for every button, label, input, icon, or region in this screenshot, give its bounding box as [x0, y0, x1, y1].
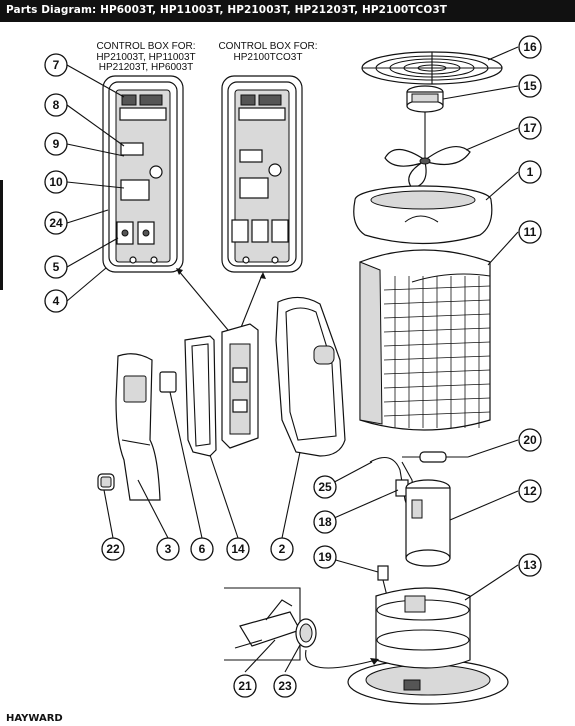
- callout-circle-7: [44, 53, 68, 77]
- grid-horizontal-line: [383, 327, 491, 333]
- refrigerant-tubing: [369, 456, 413, 521]
- header-bar: Parts Diagram: HP6003T, HP11003T, HP2100…: [0, 0, 575, 22]
- grid-horizontal-line: [383, 285, 491, 291]
- callout-label-2: 2: [279, 542, 286, 556]
- leader-lines: [66, 46, 519, 673]
- callout-label-14: 14: [231, 542, 245, 556]
- page-edge-marker: [0, 180, 3, 290]
- grid-horizontal-line: [383, 369, 491, 375]
- callout-label-1: 1: [527, 165, 534, 179]
- callout-circle-1: [518, 160, 542, 184]
- callout-circle-24: [44, 211, 68, 235]
- callout-label-10: 10: [49, 175, 63, 189]
- callout-circle-18: [313, 510, 337, 534]
- assembly-arrow-right: [239, 274, 263, 331]
- grid-horizontal-line: [383, 341, 491, 347]
- callout-label-17: 17: [523, 121, 537, 135]
- condenser-base-assembly: [347, 587, 509, 705]
- control-box-gasket: [184, 335, 217, 457]
- fan-motor: [406, 85, 444, 113]
- callout-label-5: 5: [53, 260, 60, 274]
- callout-label-25: 25: [318, 480, 332, 494]
- front-access-panel: [115, 353, 161, 501]
- side-access-panel: [275, 296, 346, 457]
- callout-circle-13: [518, 553, 542, 577]
- control-box-right: [221, 75, 303, 273]
- arrowhead-left: [176, 268, 183, 275]
- callout-circle-10: [44, 170, 68, 194]
- callout-circle-25: [313, 475, 337, 499]
- grid-horizontal-line: [383, 397, 491, 403]
- grid-horizontal-line: [383, 411, 491, 417]
- callout-circle-9: [44, 132, 68, 156]
- callout-circle-4: [44, 289, 68, 313]
- callout-label-11: 11: [524, 225, 537, 239]
- callout-group: 1234567891011121314151617181920212223242…: [44, 35, 542, 698]
- fan-guard: [361, 51, 503, 85]
- evaporator-grid: [383, 276, 491, 428]
- fan-blade: [384, 145, 471, 189]
- callout-label-22: 22: [106, 542, 120, 556]
- caption-right-2: HP2100TCO3T: [234, 52, 303, 63]
- callout-circle-5: [44, 255, 68, 279]
- callout-label-6: 6: [199, 542, 206, 556]
- page-title: Parts Diagram: HP6003T, HP11003T, HP2100…: [6, 4, 448, 16]
- cabinet-evaporator: [359, 249, 491, 431]
- callout-circle-19: [313, 545, 337, 569]
- callout-circle-21: [233, 674, 257, 698]
- brand-logo: HAYWARD: [6, 713, 63, 724]
- callout-circle-15: [518, 74, 542, 98]
- grid-horizontal-line: [383, 299, 491, 305]
- callout-circle-12: [518, 479, 542, 503]
- callout-circle-16: [518, 35, 542, 59]
- callout-label-18: 18: [318, 515, 332, 529]
- callout-label-15: 15: [523, 79, 537, 93]
- callout-label-4: 4: [53, 294, 60, 308]
- callout-label-9: 9: [53, 137, 60, 151]
- callout-circle-11: [518, 220, 542, 244]
- callout-label-8: 8: [53, 98, 60, 112]
- grid-horizontal-line: [383, 383, 491, 389]
- callout-circle-14: [226, 537, 250, 561]
- compressor: [405, 479, 451, 567]
- control-box-assembly: [221, 323, 259, 449]
- control-bracket: [159, 371, 177, 393]
- lens-insert: [100, 476, 112, 488]
- callout-label-16: 16: [523, 40, 537, 54]
- filter-drier: [402, 451, 468, 463]
- top-cover: [353, 185, 493, 245]
- control-box-left: [102, 75, 184, 273]
- inset-detail: [224, 587, 379, 669]
- caption-left-1: CONTROL BOX FOR:: [96, 41, 195, 52]
- caption-right-1: CONTROL BOX FOR:: [218, 41, 317, 52]
- callout-circle-3: [156, 537, 180, 561]
- callout-circle-17: [518, 116, 542, 140]
- grid-horizontal-line: [383, 313, 491, 319]
- callout-label-7: 7: [53, 58, 60, 72]
- callout-label-12: 12: [523, 484, 537, 498]
- callout-circle-8: [44, 93, 68, 117]
- callout-label-21: 21: [238, 679, 252, 693]
- arrowhead-right: [260, 272, 266, 279]
- grid-horizontal-line: [383, 355, 491, 361]
- callout-circle-23: [273, 674, 297, 698]
- callout-label-19: 19: [318, 550, 332, 564]
- callout-label-24: 24: [49, 216, 63, 230]
- callout-circle-20: [518, 428, 542, 452]
- callout-label-13: 13: [523, 558, 537, 572]
- footer: HAYWARD: [0, 712, 575, 726]
- caption-left-3: HP21203T, HP6003T: [99, 62, 194, 73]
- gasket-inner: [191, 343, 211, 447]
- callout-label-20: 20: [523, 433, 537, 447]
- caption-left-2: HP21003T, HP11003T: [96, 52, 195, 63]
- callout-circle-6: [190, 537, 214, 561]
- assembly-arrow-left: [177, 269, 229, 331]
- callout-circle-22: [101, 537, 125, 561]
- callout-label-23: 23: [278, 679, 292, 693]
- callout-circle-2: [270, 537, 294, 561]
- callout-label-3: 3: [165, 542, 172, 556]
